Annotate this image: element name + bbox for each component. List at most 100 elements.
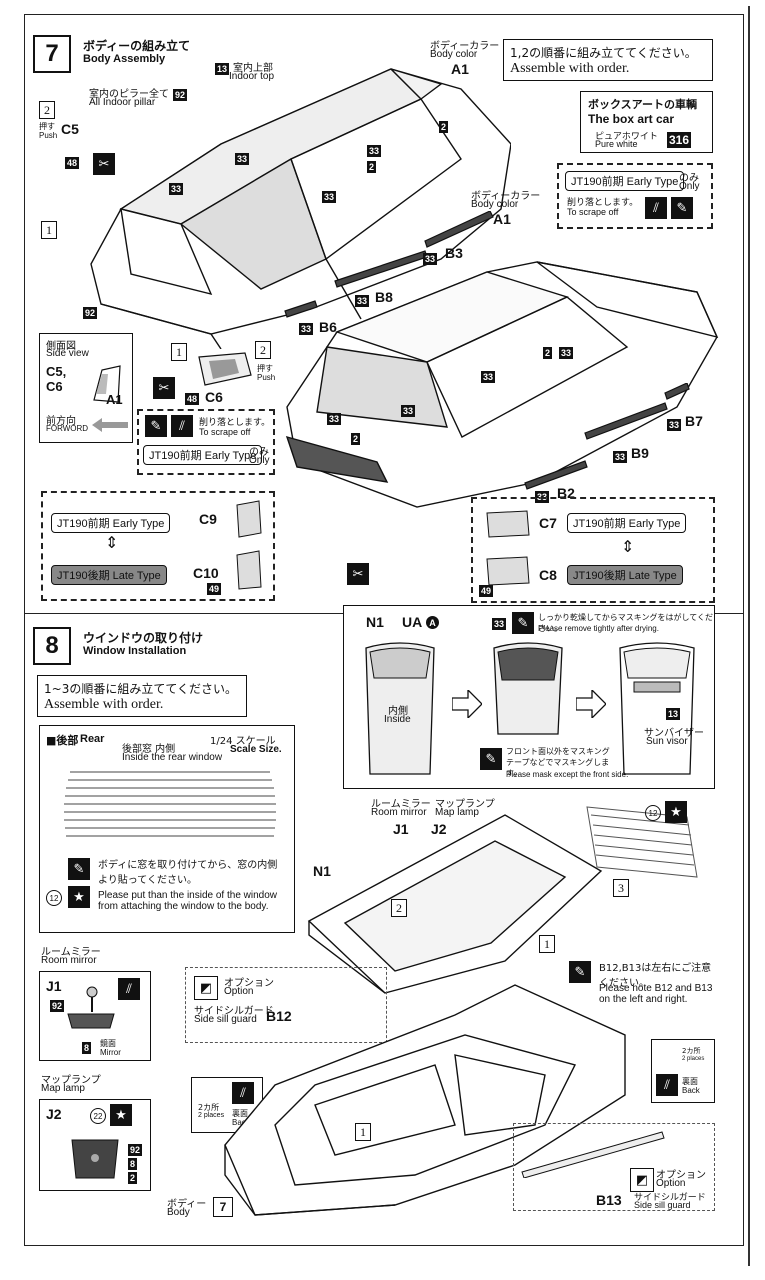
color-49-b: 49	[479, 585, 494, 597]
decal-12-badge-a: 12	[46, 890, 62, 906]
color-33-h: 33	[559, 347, 574, 359]
b13-sill-guard-drawing	[521, 1131, 665, 1178]
option-icon-2: ◩	[630, 1168, 654, 1192]
scrape-ja-1: 削り落とします。	[567, 198, 639, 208]
swap-arrow-icon-1: ⇕	[105, 535, 119, 552]
c9-c10-variant-box: JT190前期 Early Type ⇕ JT190後期 Late Type C…	[41, 491, 275, 601]
scrape-en-1: To scrape off	[567, 207, 619, 217]
color-2-d: 2	[543, 347, 553, 359]
paint-icon-5: ✎	[68, 858, 90, 880]
knife-icon-2: ⫽	[171, 415, 193, 437]
color-92-lamp: 92	[128, 1144, 143, 1156]
step-7-title-en: Body Assembly	[83, 53, 166, 65]
only-en-2: Only	[249, 455, 270, 466]
room-mirror-ja: ルームミラー	[41, 947, 101, 958]
part-c5-top: C5	[61, 121, 79, 137]
early-type-tag-3: JT190前期 Early Type	[51, 513, 171, 533]
option-en-2: Option	[656, 1178, 686, 1189]
color-48-b: 48	[185, 393, 200, 405]
push-ja-2: 押す	[257, 364, 273, 373]
arrow-right-icon-1	[452, 690, 482, 718]
mirror-en: Mirror	[100, 1048, 121, 1057]
option-en-1: Option	[224, 986, 254, 997]
part-ua: UA	[402, 614, 423, 630]
step-circle-1-d: 1	[355, 1123, 371, 1141]
body-color-en-2: Body color	[471, 199, 519, 210]
step-7-order-en: Assemble with order.	[510, 61, 630, 76]
paint-icon-4: ✎	[480, 748, 502, 770]
step-7-order-box: 1,2の順番に組み立ててください。 Assemble with order.	[503, 39, 713, 81]
color-92-mirror: 92	[50, 1000, 65, 1012]
part-b8: B8	[375, 289, 393, 305]
color-8-lamp: 8	[128, 1158, 138, 1170]
decal-22-badge: 22	[90, 1108, 106, 1124]
pure-white-en: Pure white	[595, 139, 638, 149]
step-8-title-en: Window Installation	[83, 645, 187, 657]
color-2-c: 2	[351, 433, 361, 445]
color-49-a: 49	[207, 583, 222, 595]
decal-12-badge-b: 12	[645, 805, 661, 821]
rear-window-en: Inside the rear window	[122, 752, 223, 763]
part-b12: B12	[266, 1008, 292, 1024]
part-c5-c6-a: C5,	[46, 364, 67, 379]
decal-star-icon-1: ★	[68, 886, 90, 908]
c7-c8-variant-box: 49 C7 C8 JT190前期 Early Type ⇕ JT190後期 La…	[471, 497, 715, 603]
instruction-sheet: 7 ボディーの組み立て Body Assembly 1,2の順番に組み立ててくだ…	[24, 14, 744, 1246]
color-33-b9: 33	[613, 451, 628, 463]
option-b13-box: ◩ オプション Option B13 サイドシルガード Side sill gu…	[513, 1123, 715, 1211]
knife-icon-5: ⫽	[656, 1074, 678, 1096]
map-lamp-box: J2 22 ★ 92 8 2	[39, 1099, 151, 1191]
back-ja-1: 裏面	[232, 1109, 248, 1118]
window-piece-3	[619, 642, 695, 775]
part-b13: B13	[596, 1192, 622, 1208]
scrape-ja-2: 削り落とします。	[199, 418, 271, 428]
room-mirror-en-2: Room mirror	[371, 807, 427, 818]
b13-back-box: 2カ所 2 places ⫽ 裏面 Back	[651, 1039, 715, 1103]
body-color-code-1: A1	[451, 61, 469, 77]
b12b13-note-ja: B12,B13は左右にご注意ください。	[599, 963, 712, 989]
color-8-mirror: 8	[82, 1042, 92, 1054]
cement-icon-3: ✂	[347, 563, 369, 585]
window-note-en: Please put than the inside of the window…	[98, 890, 278, 912]
only-en-1: Only	[679, 181, 700, 192]
color-33-b6: 33	[299, 323, 314, 335]
pillar-ja: 室内のピラー全て	[89, 89, 169, 100]
forward-arrow-icon	[92, 418, 128, 432]
window-note-ja: ボディに窓を取り付けてから、窓の内側より貼ってください。	[98, 860, 278, 886]
decal-star-icon-2: ★	[110, 1104, 132, 1126]
late-type-tag-2: JT190後期 Late Type	[567, 565, 683, 585]
rear-defroster-lines	[64, 771, 276, 837]
inside-en: Inside	[384, 714, 411, 725]
map-lamp-en-2: Map lamp	[435, 807, 479, 818]
part-c10: C10	[193, 565, 219, 581]
car-body-front-view	[90, 68, 511, 349]
map-lamp-drawing	[71, 1139, 119, 1179]
body-step-ref: 7	[213, 1197, 233, 1217]
c6-part-drawing	[198, 352, 252, 386]
scrape-en-2: To scrape off	[199, 427, 251, 437]
paint-icon-6: ✎	[569, 961, 591, 983]
map-lamp-ja: マップランプ	[41, 1075, 101, 1086]
side-sill-ja-2: サイドシルガード	[634, 1193, 706, 1203]
early-type-tag-1: JT190前期 Early Type	[565, 171, 685, 191]
color-33-c: 33	[322, 191, 337, 203]
late-type-tag-1: JT190後期 Late Type	[51, 565, 167, 585]
part-c6-side: C6	[46, 379, 63, 394]
knife-icon-4: ⫽	[232, 1082, 254, 1104]
part-j1: J1	[393, 821, 409, 837]
inside-ja: 内側	[388, 706, 408, 717]
option-b12-box: ◩ オプション Option サイドシルガード Side sill guard …	[185, 967, 387, 1043]
paint-icon-1: ✎	[671, 197, 693, 219]
step-8-order-ja: 1~3の順番に組み立ててください。	[44, 682, 237, 696]
swap-arrow-icon-2: ⇕	[621, 539, 635, 556]
option-ja-1: オプション	[224, 978, 274, 989]
part-c7: C7	[539, 515, 557, 531]
option-ja-2: オプション	[656, 1170, 706, 1181]
knife-icon-3: ⫽	[118, 978, 140, 1000]
color-2-a: 2	[367, 161, 377, 173]
body-color-en-1: Body color	[430, 49, 478, 60]
two-places-en-1: 2 places	[198, 1112, 225, 1119]
map-lamp-en: Map lamp	[41, 1083, 85, 1094]
step-circle-2-b: 2	[255, 341, 271, 359]
side-trim-strips-right	[524, 383, 690, 490]
